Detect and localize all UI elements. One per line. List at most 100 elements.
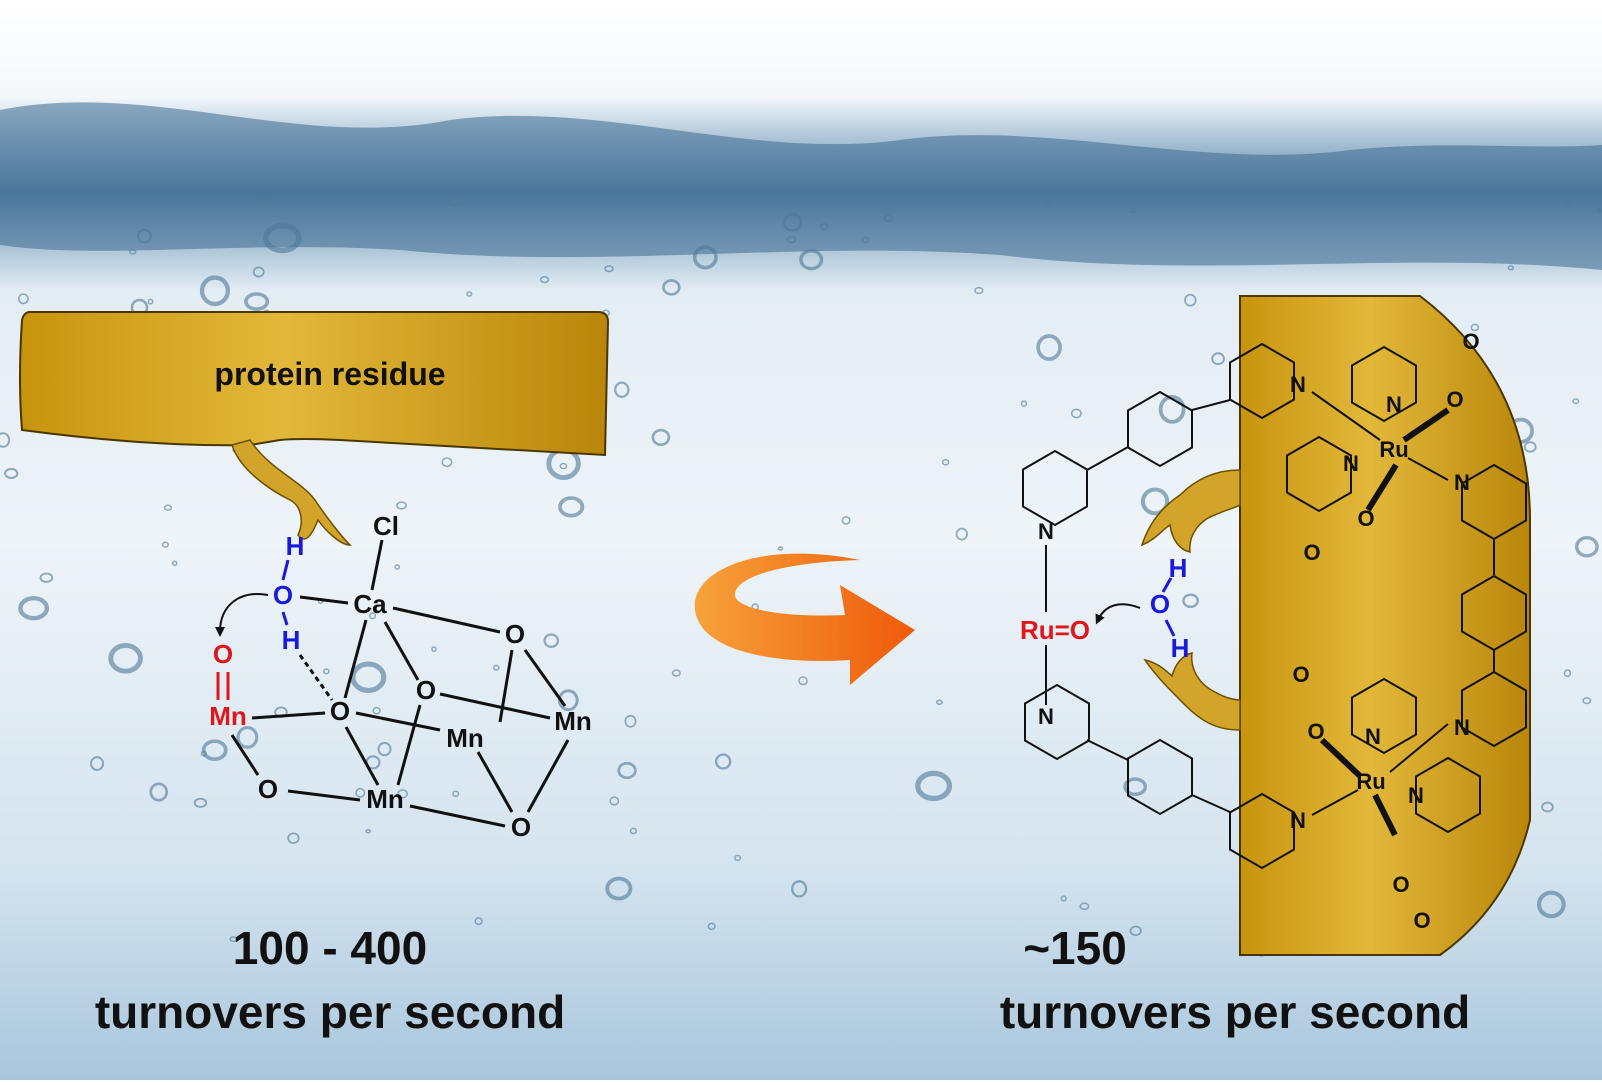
bubble xyxy=(861,236,870,244)
bubble xyxy=(734,854,742,862)
water-h-top: H xyxy=(286,531,305,561)
bubble xyxy=(1129,925,1142,937)
aromatic-ring xyxy=(1127,738,1193,816)
bubble xyxy=(782,212,803,232)
atom-mn-mid: Mn xyxy=(446,723,484,753)
atom-ca: Ca xyxy=(353,589,387,619)
bubble xyxy=(915,770,953,802)
bubble xyxy=(244,292,270,311)
bubble xyxy=(287,832,300,844)
aromatic-ring xyxy=(1127,390,1193,468)
bubble xyxy=(1123,777,1147,797)
mn4cao5-cluster-bonds xyxy=(215,539,570,828)
bubble xyxy=(1140,487,1170,516)
bubble xyxy=(322,668,330,675)
bubble xyxy=(1070,408,1082,419)
ligand-bonds xyxy=(1045,391,1495,837)
aromatic-ring xyxy=(1286,435,1352,513)
bubble xyxy=(1020,400,1028,407)
bubble xyxy=(692,245,718,270)
protein-residue-block xyxy=(19,311,610,457)
bubble xyxy=(955,527,968,541)
atom-n: N xyxy=(1290,808,1306,833)
bubble xyxy=(543,633,560,649)
water-o: O xyxy=(1150,589,1170,619)
bubble xyxy=(841,516,851,525)
bubble xyxy=(129,249,137,255)
bubble xyxy=(252,266,265,278)
bubble xyxy=(786,235,797,244)
bubble xyxy=(260,197,268,204)
bubble xyxy=(1470,323,1480,332)
bubble xyxy=(193,797,208,808)
bubble xyxy=(707,922,716,931)
bubble xyxy=(1129,207,1137,214)
bubble xyxy=(777,546,784,551)
bubble xyxy=(18,293,29,305)
bubble xyxy=(1045,203,1052,209)
bubble xyxy=(617,761,637,780)
atom-o: O xyxy=(1462,329,1479,354)
left-rate-value: 100 - 400 xyxy=(233,922,427,974)
bubble xyxy=(466,291,473,297)
aromatic-ring xyxy=(1229,342,1295,420)
atom-n: N xyxy=(1454,470,1470,495)
bubble xyxy=(1582,697,1592,705)
aromatic-ring xyxy=(1461,670,1527,748)
aromatic-ring xyxy=(1024,683,1090,761)
bubble xyxy=(798,676,808,686)
bubble xyxy=(604,265,614,273)
bubble xyxy=(18,595,50,621)
water-h-top: H xyxy=(1169,553,1188,583)
left-water-molecule: H O H xyxy=(273,531,305,655)
atom-n: N xyxy=(1038,704,1054,729)
aromatic-ring xyxy=(1351,345,1417,423)
bubble xyxy=(1079,902,1090,911)
atom-o-bottom-left: O xyxy=(258,774,278,804)
bubble xyxy=(4,467,19,479)
atom-cl: Cl xyxy=(373,511,399,541)
bubble xyxy=(651,428,671,447)
protein-hand-icon xyxy=(231,439,352,546)
atom-n: N xyxy=(1454,715,1470,740)
right-rate-value: ~150 xyxy=(1023,922,1127,974)
bubble xyxy=(883,214,893,223)
aromatic-ring xyxy=(1229,792,1295,870)
bubble xyxy=(609,796,620,806)
bubble xyxy=(377,741,392,757)
atom-o: O xyxy=(1392,872,1409,897)
bubble xyxy=(452,790,460,798)
atom-o-top-right: O xyxy=(505,619,525,649)
bubble xyxy=(355,787,366,798)
bubble xyxy=(1536,890,1566,919)
bubble xyxy=(136,228,153,244)
atom-oxo-mn: Mn xyxy=(209,701,247,731)
ligand-rings xyxy=(1022,342,1527,870)
atom-o: O xyxy=(1357,506,1374,531)
atom-ru: Ru xyxy=(1379,437,1408,462)
bubble xyxy=(1507,265,1515,271)
atom-o-inner: O xyxy=(416,675,436,705)
atom-n: N xyxy=(1365,724,1381,749)
atom-oxo-o: O xyxy=(213,639,233,669)
bubble xyxy=(1184,293,1197,307)
atom-o: O xyxy=(1446,387,1463,412)
bubble xyxy=(558,496,585,518)
right-rate-unit: turnovers per second xyxy=(1000,986,1470,1038)
bubble xyxy=(799,249,824,271)
left-cluster-atoms: Cl Ca O Mn O O O Mn Mn O Mn O xyxy=(209,511,592,842)
bubble xyxy=(369,612,377,620)
lower-hand-icon xyxy=(1143,652,1241,731)
bubble xyxy=(108,643,143,674)
bubble xyxy=(474,917,483,926)
water-h-bottom: H xyxy=(1171,633,1190,663)
bubble xyxy=(161,541,169,548)
bubble xyxy=(791,880,808,898)
bubble xyxy=(629,827,638,835)
bubble xyxy=(974,286,984,295)
atom-n: N xyxy=(1038,519,1054,544)
water-h-bottom: H xyxy=(282,625,301,655)
atom-n: N xyxy=(1290,372,1306,397)
bubble xyxy=(1564,199,1573,208)
